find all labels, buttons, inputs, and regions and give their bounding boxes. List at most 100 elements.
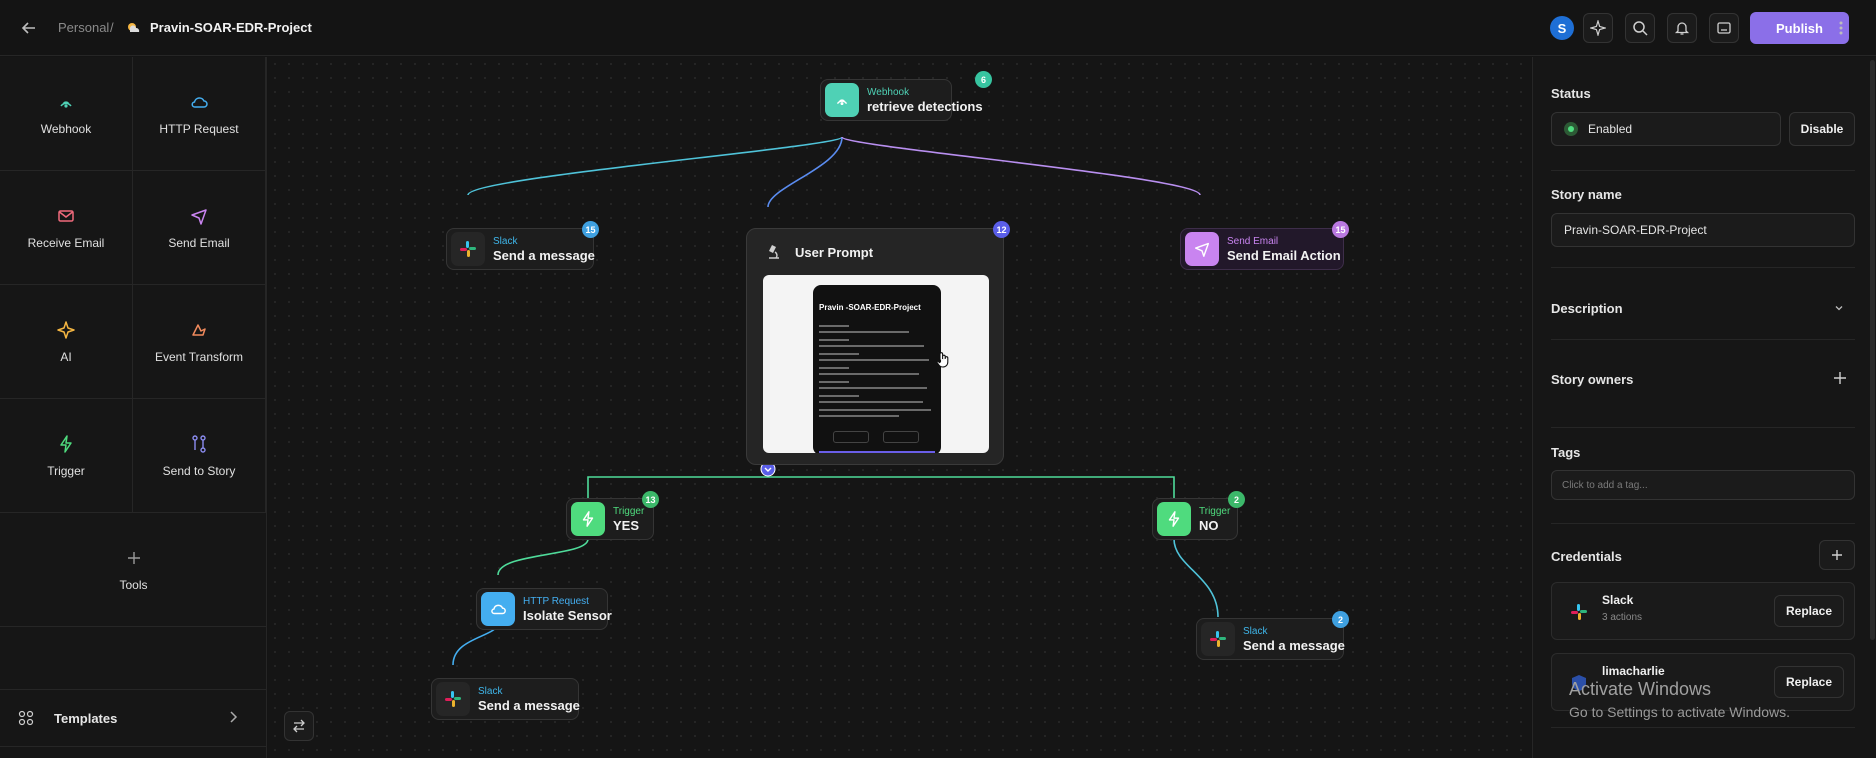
node-type: Trigger xyxy=(613,505,645,517)
story-canvas[interactable]: Webhook retrieve detections 6 Slack Send… xyxy=(268,57,1531,758)
prompt-preview-form: Pravin -SOAR-EDR-Project xyxy=(813,285,941,453)
node-type: Slack xyxy=(478,685,503,697)
sparkle-icon xyxy=(57,320,75,339)
node-type: HTTP Request xyxy=(523,595,589,607)
branch-icon xyxy=(192,434,206,453)
palette-label: Webhook xyxy=(40,121,92,136)
credential-name: Slack xyxy=(1602,593,1634,607)
transform-icon xyxy=(192,323,206,336)
webhook-icon xyxy=(825,83,859,117)
node-slack-send-message[interactable]: Slack Send a message xyxy=(431,678,580,720)
search-button[interactable] xyxy=(1625,13,1655,43)
palette-receive-email[interactable]: Receive Email xyxy=(0,171,133,285)
action-palette: Webhook HTTP Request Receive Email Send … xyxy=(0,57,267,758)
status-label: Status xyxy=(1551,86,1591,101)
node-type: Send Email xyxy=(1227,235,1279,247)
bolt-icon xyxy=(1157,502,1191,536)
node-name: Send Email Action xyxy=(1227,247,1341,263)
status-field: Enabled xyxy=(1551,112,1781,146)
credential-slack[interactable]: Slack 3 actions Replace xyxy=(1551,582,1855,640)
templates-row[interactable]: Templates xyxy=(0,689,267,747)
event-count-badge: 6 xyxy=(975,71,992,88)
palette-tools[interactable]: Tools xyxy=(0,513,267,627)
node-name: Send a message xyxy=(478,697,580,713)
add-credential-button[interactable] xyxy=(1819,540,1855,570)
swap-arrows-icon xyxy=(293,719,305,733)
webhook-icon xyxy=(60,100,72,108)
preview-title: Pravin -SOAR-EDR-Project xyxy=(819,303,921,312)
palette-http-request[interactable]: HTTP Request xyxy=(133,57,266,171)
credential-usage: 3 actions xyxy=(1602,612,1643,623)
disable-button[interactable]: Disable xyxy=(1789,112,1855,146)
panel-toggle-button[interactable] xyxy=(1709,13,1739,43)
cloud-icon xyxy=(191,96,208,108)
sparkle-icon xyxy=(1590,20,1606,36)
publish-button[interactable]: Publish xyxy=(1750,12,1849,44)
tags-input[interactable]: Click to add a tag... xyxy=(1551,470,1855,500)
node-name: Send a message xyxy=(493,247,595,263)
plus-icon xyxy=(127,551,140,564)
user-avatar[interactable]: S xyxy=(1550,16,1574,40)
node-name: NO xyxy=(1199,517,1219,533)
send-icon xyxy=(191,208,207,225)
chevron-right-icon xyxy=(228,710,238,727)
node-type: Trigger xyxy=(1199,505,1231,517)
add-owner-plus-icon[interactable] xyxy=(1833,371,1847,390)
palette-label: Tools xyxy=(119,577,148,592)
replace-credential-button[interactable]: Replace xyxy=(1774,666,1844,698)
node-webhook[interactable]: Webhook retrieve detections xyxy=(820,79,983,121)
node-name: YES xyxy=(613,517,640,533)
status-value: Enabled xyxy=(1588,122,1633,136)
palette-label: Receive Email xyxy=(27,235,105,250)
palette-label: Send to Story xyxy=(162,463,236,478)
story-emoji-icon xyxy=(126,20,142,36)
palette-ai[interactable]: AI xyxy=(0,285,133,399)
event-count-badge: 13 xyxy=(642,491,659,508)
palette-label: Send Email xyxy=(168,235,230,250)
credential-name: limacharlie xyxy=(1602,664,1665,678)
replace-credential-button[interactable]: Replace xyxy=(1774,595,1844,627)
node-http-isolate-sensor[interactable]: HTTP Request Isolate Sensor xyxy=(476,588,612,630)
palette-webhook[interactable]: Webhook xyxy=(0,57,133,171)
node-type: Webhook xyxy=(867,86,910,98)
palette-event-transform[interactable]: Event Transform xyxy=(133,285,266,399)
send-icon xyxy=(1185,232,1219,266)
palette-send-to-story[interactable]: Send to Story xyxy=(133,399,266,513)
story-name-value: Pravin-SOAR-EDR-Project xyxy=(1564,223,1707,237)
breadcrumb-project: Pravin-SOAR-EDR-Project xyxy=(150,20,312,35)
back-arrow-icon[interactable] xyxy=(20,19,38,37)
story-settings-panel: Status Enabled Disable Story name Pravin… xyxy=(1532,57,1876,758)
palette-trigger[interactable]: Trigger xyxy=(0,399,133,513)
palette-label: AI xyxy=(60,349,72,364)
breadcrumb-personal[interactable]: Personal xyxy=(58,20,110,35)
story-name-input[interactable]: Pravin-SOAR-EDR-Project xyxy=(1551,213,1855,247)
node-type: Slack xyxy=(493,235,518,247)
palette-send-email[interactable]: Send Email xyxy=(133,171,266,285)
slack-icon xyxy=(1201,622,1235,656)
chevron-down-icon[interactable] xyxy=(1833,301,1845,319)
top-bar: Personal / Pravin-SOAR-EDR-Project S Pub… xyxy=(0,0,1876,56)
node-trigger-no[interactable]: Trigger NO xyxy=(1152,498,1238,540)
node-slack-send-message[interactable]: Slack Send a message xyxy=(1196,618,1345,660)
more-options-icon[interactable] xyxy=(1834,18,1848,38)
credential-limacharlie[interactable]: limacharlie Replace xyxy=(1551,653,1855,711)
plus-icon xyxy=(1832,550,1842,560)
microscope-icon xyxy=(765,243,783,266)
tags-placeholder: Click to add a tag... xyxy=(1562,479,1648,491)
bell-icon xyxy=(1674,22,1690,35)
palette-label: Event Transform xyxy=(154,349,244,364)
ai-sparkle-button[interactable] xyxy=(1583,13,1613,43)
node-user-prompt[interactable]: User Prompt Pravin -SOAR-EDR-Project xyxy=(746,228,1004,465)
watermark-line2: Go to Settings to activate Windows. xyxy=(1569,704,1790,720)
collapse-palette-button[interactable] xyxy=(284,711,314,741)
node-slack-send-message[interactable]: Slack Send a message xyxy=(446,228,595,270)
panel-icon xyxy=(1717,22,1731,34)
templates-label: Templates xyxy=(54,711,118,726)
panel-scrollbar[interactable] xyxy=(1870,60,1875,640)
node-trigger-yes[interactable]: Trigger YES xyxy=(566,498,654,540)
node-send-email-action[interactable]: Send Email Send Email Action xyxy=(1180,228,1344,270)
notifications-button[interactable] xyxy=(1667,13,1697,43)
tags-label: Tags xyxy=(1551,445,1581,460)
event-count-badge: 15 xyxy=(1332,221,1349,238)
description-label[interactable]: Description xyxy=(1551,301,1623,316)
